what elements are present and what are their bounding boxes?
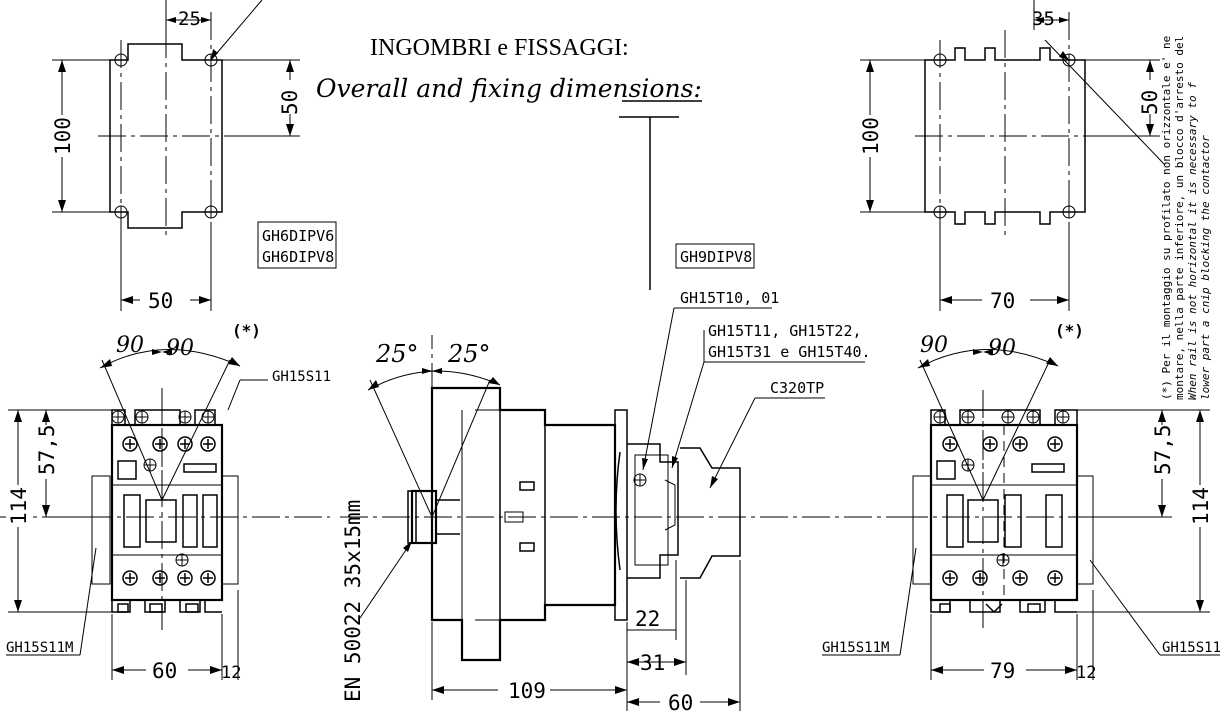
note-line3: When rail is not horizontal it is necess… [1186,82,1199,400]
angle-25-right: 25° [447,340,491,368]
angle-90-4: 90 [988,336,1016,361]
angle-90-1: 90 [116,333,144,358]
dim-114-left: 114 [7,487,31,525]
dim-25: 25 [178,8,201,30]
label-gh15t11-a: GH15T11, GH15T22, [708,322,862,340]
dim-31: 31 [640,651,665,675]
note-line1: (*) Per il montaggio su profilato non or… [1160,36,1173,400]
angle-90-3: 90 [920,333,948,358]
plate-top-right: 35 70 100 50 [858,0,1166,313]
dim-57-right: 57,5 [1151,424,1175,475]
label-gh15s11m-left: GH15S11M [6,640,73,656]
dim-100-right: 100 [859,117,883,155]
dim-100-left: 100 [51,117,75,155]
dim-50-v-right: 50 [1138,90,1162,115]
label-gh15s11-left: GH15S11 [272,369,331,385]
note-line2: montare, nella parte inferiore, un blocc… [1173,36,1186,400]
label-box-gh9 [675,243,755,269]
dim-50-v-left: 50 [278,90,302,115]
dim-70: 70 [990,289,1015,313]
dim-22: 22 [635,607,660,631]
label-gh15t11-b: GH15T31 e GH15T40. [708,343,871,361]
angle-25-left: 25° [375,340,419,368]
dim-79: 79 [990,659,1015,683]
contactor-front-left: 90 90 (*) 114 57,5 60 12 GH15S11 [0,321,331,683]
plate-top-left: 25 50 100 50 [50,0,302,313]
label-gh6dipv8: GH6DIPV8 [262,248,334,266]
label-gh6dipv6: GH6DIPV6 [262,227,334,245]
contactor-side-view: 25° 25° EN 50022 35x15mm 109 60 31 22 GH… [340,289,900,711]
dim-60-left: 60 [152,659,177,683]
label-gh15s11-right: GH15S11 [1162,640,1220,656]
label-gh15t10: GH15T10, 01 [680,289,779,307]
title-line2: Overall and fixing dimensions: [316,74,702,103]
dim-57-left: 57,5 [35,424,59,475]
star-left: (*) [232,321,261,340]
dim-12-right: 12 [1076,663,1096,683]
dim-50-h: 50 [148,289,173,313]
contactor-front-right: 90 90 (*) 114 57,5 79 12 GH15S11M [822,321,1220,683]
dim-60-bottom: 60 [668,691,693,711]
label-box-gh6 [257,221,337,269]
dim-12-left: 12 [221,663,241,683]
note-line4: lower part a cnip blocking the contactor [1199,135,1212,400]
star-right: (*) [1055,321,1084,340]
angle-90-2: 90 [166,336,194,361]
label-gh9dipv8: GH9DIPV8 [680,248,752,266]
label-c320tp: C320TP [770,379,824,397]
dim-35: 35 [1032,8,1055,30]
label-gh15s11m-right: GH15S11M [822,640,889,656]
title-line1: INGOMBRI e FISSAGGI: [370,35,629,61]
note-block: (*) Per il montaggio su profilato non or… [1160,36,1212,400]
dim-114-right: 114 [1189,487,1213,525]
label-rail: EN 50022 35x15mm [341,500,365,702]
dim-109: 109 [508,679,546,703]
